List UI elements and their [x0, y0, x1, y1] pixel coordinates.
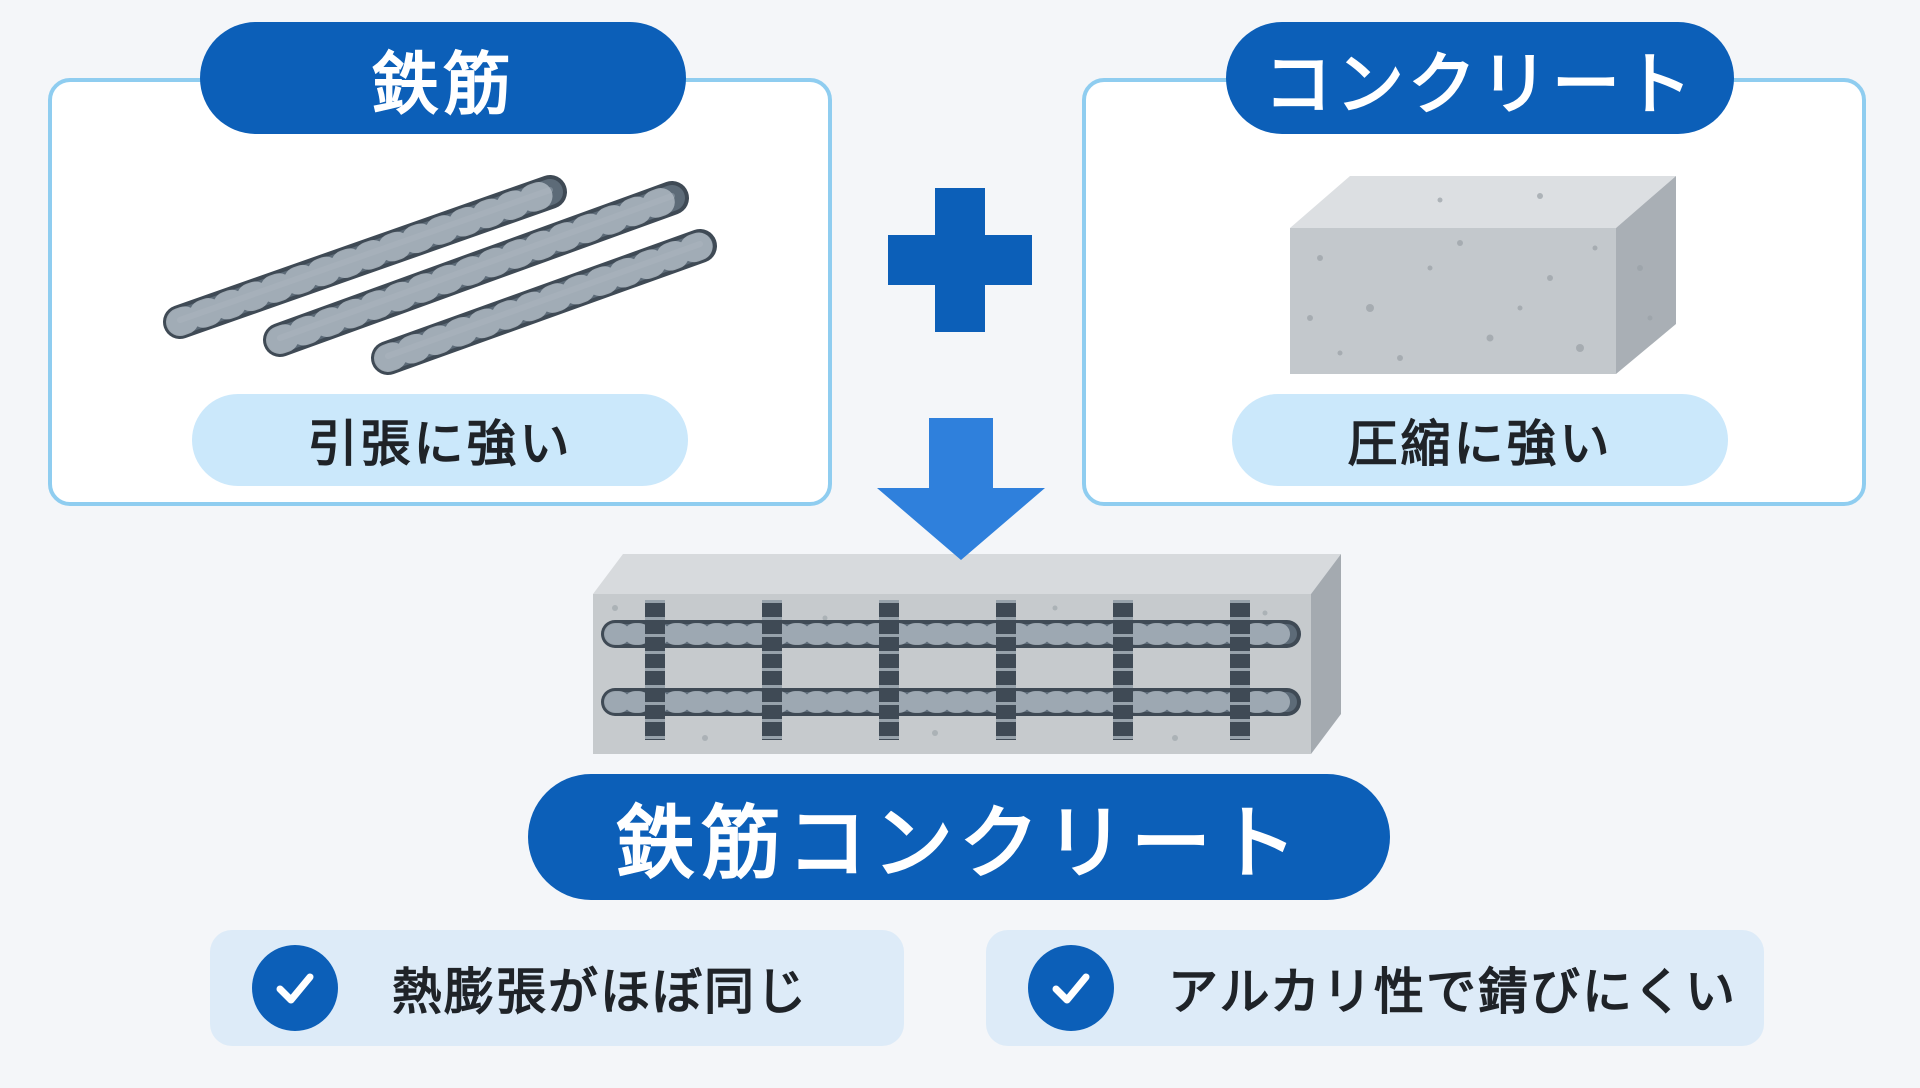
steel-title: 鉄筋 — [200, 22, 686, 134]
concrete-property: 圧縮に強い — [1232, 394, 1728, 486]
rc-beam-illustration — [593, 554, 1341, 754]
check-circle-icon — [252, 945, 338, 1031]
feature-item-rust-resistance: アルカリ性で錆びにくい — [986, 930, 1764, 1046]
reinforced-concrete-title: 鉄筋コンクリート — [528, 774, 1390, 900]
check-circle-icon — [1028, 945, 1114, 1031]
steel-property: 引張に強い — [192, 394, 688, 486]
feature-item-thermal-expansion: 熱膨張がほぼ同じ — [210, 930, 904, 1046]
rebar-illustration — [163, 175, 717, 375]
concrete-title: コンクリート — [1226, 22, 1734, 134]
plus-icon — [888, 188, 1032, 332]
feature-label: アルカリ性で錆びにくい — [1168, 963, 1737, 1021]
down-arrow-icon — [877, 418, 1045, 560]
feature-label: 熱膨張がほぼ同じ — [392, 963, 808, 1021]
concrete-block-illustration — [1290, 176, 1676, 374]
